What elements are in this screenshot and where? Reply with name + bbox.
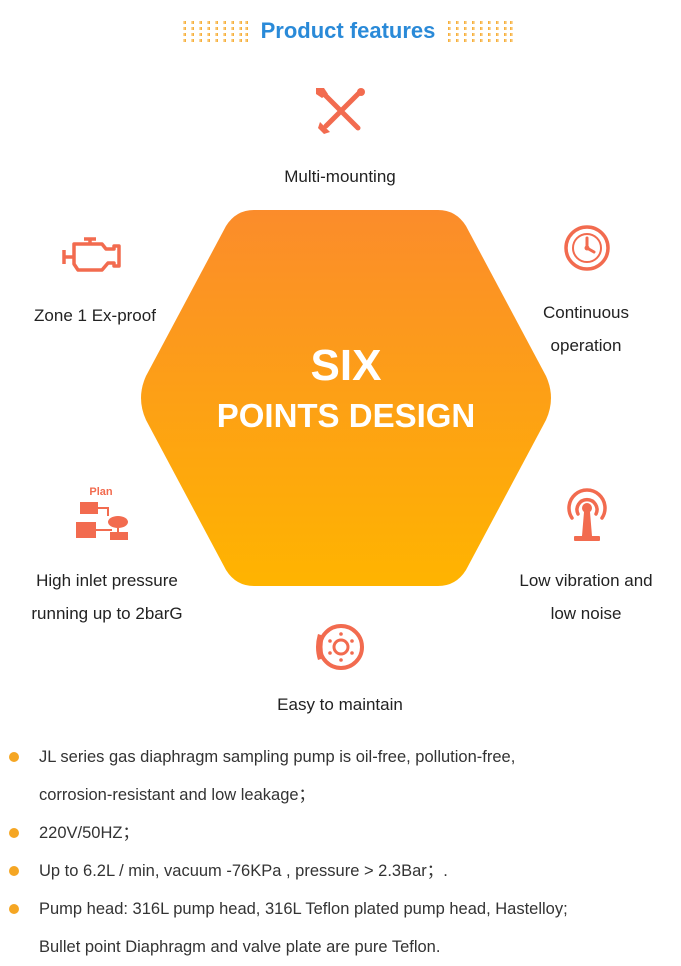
bullet-text: Bullet point Diaphragm and valve plate a…: [39, 938, 441, 956]
hexagon-heading-six: SIX: [310, 341, 382, 390]
feature-low-vibration-line2: low noise: [550, 604, 622, 623]
tools-icon: [316, 88, 365, 134]
engine-icon: [62, 237, 121, 272]
bullet-dot: [9, 904, 19, 914]
bullet-text: corrosion-resistant and low leakage；: [39, 786, 316, 804]
decorative-dots-left: [183, 21, 248, 42]
bullet-text: Pump head: 316L pump head, 316L Teflon p…: [39, 900, 568, 918]
plan-flowchart-icon: Plan: [76, 486, 132, 544]
feature-zone1-ex-proof: Zone 1 Ex-proof: [34, 306, 156, 325]
bullet-dot: [9, 866, 19, 876]
bullet-dot: [9, 828, 19, 838]
bullet-text: JL series gas diaphragm sampling pump is…: [39, 748, 516, 766]
feature-multi-mounting: Multi-mounting: [284, 167, 396, 186]
bullet-text: 220V/50HZ；: [39, 824, 139, 842]
clock-icon: [564, 225, 610, 271]
feature-high-inlet-line1: High inlet pressure: [36, 571, 178, 590]
feature-continuous-line1: Continuous: [542, 303, 629, 322]
six-points-hexagon: [141, 210, 551, 586]
feature-low-vibration-line1: Low vibration and: [519, 571, 653, 590]
bullet-dot: [9, 752, 19, 762]
plan-icon-label: Plan: [89, 486, 113, 498]
page-title: Product features: [260, 18, 436, 43]
bullet-text: Up to 6.2L / min, vacuum -76KPa , pressu…: [39, 862, 448, 880]
signal-tower-icon: [567, 488, 607, 541]
decorative-dots-right: [448, 21, 513, 42]
feature-continuous-line2: operation: [550, 336, 622, 355]
feature-easy-to-maintain: Easy to maintain: [277, 695, 403, 714]
hexagon-heading-points-design: POINTS DESIGN: [216, 397, 476, 434]
brake-disc-icon: [316, 624, 364, 670]
section-header: Product features: [0, 10, 681, 54]
feature-high-inlet-line2: running up to 2barG: [31, 604, 183, 623]
